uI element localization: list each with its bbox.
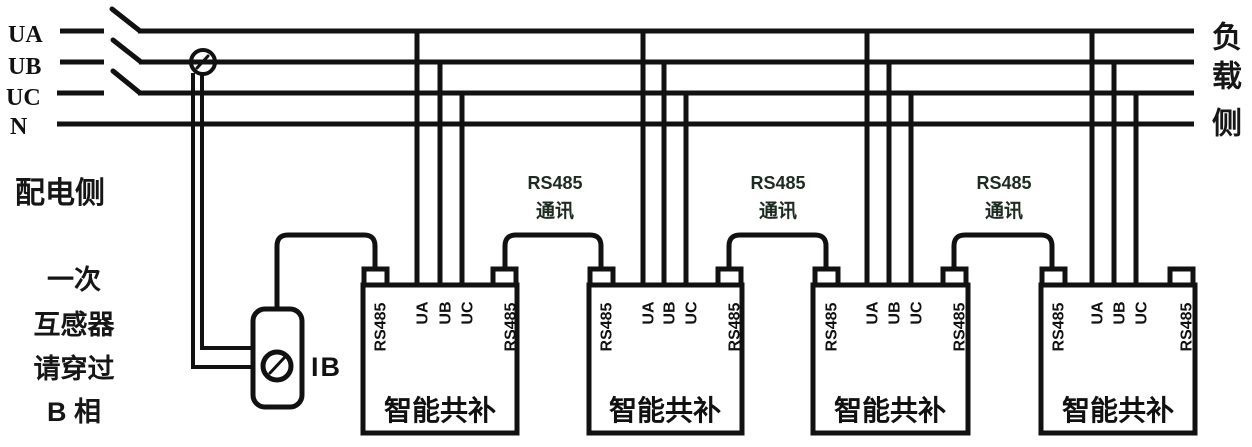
unit1-port-rs485-left: RS485 — [373, 302, 390, 351]
unit1-port-uc: UC — [460, 301, 477, 325]
power-bus: UA UB UC N — [6, 6, 1194, 140]
unit2-port-rs485-left: RS485 — [599, 302, 616, 351]
rs485-bridge-3 — [951, 232, 1055, 269]
ct-assembly: IB — [189, 48, 378, 410]
unit2-port-rs485-right: RS485 — [727, 302, 744, 351]
unit4-port-ua: UA — [1090, 301, 1107, 325]
unit1-port-ub: UB — [438, 301, 455, 324]
ct-aperture-mark — [268, 356, 286, 375]
unit4-port-rs485-left: RS485 — [1051, 302, 1068, 351]
compensator-unit-3: RS485 UA UB UC RS485 智能共补 — [810, 31, 971, 436]
unit1-body — [360, 282, 520, 436]
unit4-body — [1038, 282, 1198, 436]
unit3-port-ua: UA — [865, 301, 882, 325]
unit1-name: 智能共补 — [384, 395, 496, 426]
unit1-rs485-terminal-left — [361, 266, 390, 288]
unit3-rs485-terminal-right — [940, 266, 969, 288]
unit4-port-rs485-right: RS485 — [1179, 302, 1196, 351]
ct-clamp-circle — [189, 48, 217, 76]
ct-note-line-4: B 相 — [47, 397, 101, 427]
ct-current-label: IB — [311, 352, 342, 382]
unit3-body — [810, 282, 971, 436]
rs485-comm-label-2: RS485 通讯 — [750, 173, 805, 222]
unit3-rs485-terminal-left — [812, 266, 841, 288]
unit3-port-rs485-left: RS485 — [824, 302, 841, 351]
bus-label-ub: UB — [8, 54, 41, 80]
unit2-rs485-terminal-right — [715, 266, 744, 288]
comm-label-3-line1: RS485 — [976, 173, 1031, 193]
unit3-name: 智能共补 — [834, 395, 946, 426]
unit3-port-ub: UB — [887, 301, 904, 324]
bus-label-n: N — [10, 114, 28, 140]
ct-clamp-mark — [195, 54, 210, 70]
rs485-comm-label-1: RS485 通讯 — [527, 173, 582, 222]
ct-note-line-2: 互感器 — [34, 309, 116, 340]
unit1-port-rs485-right: RS485 — [503, 302, 520, 351]
unit4-rs485-terminal-left — [1039, 266, 1068, 288]
bus-ub-switch-blade — [110, 37, 144, 65]
unit2-port-ub: UB — [662, 301, 679, 324]
ct-to-unit-wire — [274, 232, 378, 309]
rs485-bridge-2 — [726, 232, 829, 269]
ct-note: 一次 互感器 请穿过 B 相 — [34, 265, 116, 427]
comm-label-2-line1: RS485 — [750, 173, 805, 193]
unit4-port-ub: UB — [1112, 301, 1129, 324]
comm-label-1-line2: 通讯 — [536, 200, 574, 222]
load-side-char-2: 载 — [1212, 61, 1242, 94]
compensator-unit-1: RS485 UA UB UC RS485 智能共补 — [360, 31, 520, 436]
bus-label-ua: UA — [8, 22, 43, 48]
unit4-rs485-terminal-right — [1167, 266, 1196, 288]
unit2-rs485-terminal-left — [587, 266, 616, 288]
comm-label-1-line1: RS485 — [527, 173, 582, 193]
unit2-port-uc: UC — [684, 301, 701, 325]
unit2-port-ua: UA — [641, 301, 658, 325]
unit2-name: 智能共补 — [609, 395, 721, 426]
distribution-side-label: 配电侧 — [15, 177, 105, 210]
load-side-char-1: 负 — [1212, 22, 1242, 55]
rs485-comm-label-3: RS485 通讯 — [976, 173, 1031, 222]
ct-note-line-3: 请穿过 — [34, 353, 115, 384]
unit2-body — [586, 282, 745, 436]
unit1-rs485-terminal-right — [490, 266, 519, 288]
ct-secondary-wire-2 — [200, 74, 263, 350]
comm-label-3-line2: 通讯 — [985, 200, 1023, 222]
rs485-bridge-1 — [502, 232, 604, 269]
ct-secondary-wire-1 — [191, 73, 262, 369]
rs485-bridges: RS485 通讯 RS485 通讯 RS485 通讯 — [502, 173, 1055, 269]
bus-label-uc: UC — [6, 85, 41, 111]
load-side-char-3: 侧 — [1212, 108, 1242, 141]
unit3-port-rs485-right: RS485 — [952, 302, 969, 351]
bus-uc-switch-blade — [110, 68, 143, 96]
comm-label-2-line2: 通讯 — [759, 200, 797, 222]
unit1-port-ua: UA — [415, 301, 432, 325]
bus-ua-switch-blade — [109, 6, 143, 34]
load-side-label: 负 载 侧 — [1212, 22, 1242, 141]
unit4-name: 智能共补 — [1062, 395, 1174, 426]
compensator-unit-4: RS485 UA UB UC RS485 智能共补 — [1038, 31, 1198, 436]
unit3-port-uc: UC — [909, 301, 926, 325]
unit4-port-uc: UC — [1134, 301, 1151, 325]
compensator-unit-2: RS485 UA UB UC RS485 智能共补 — [586, 31, 745, 436]
ct-note-line-1: 一次 — [47, 265, 101, 295]
